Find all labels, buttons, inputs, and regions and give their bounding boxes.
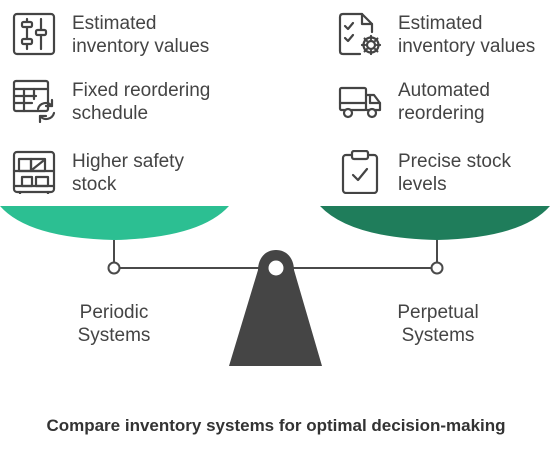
diagram-caption: Compare inventory systems for optimal de…: [46, 416, 506, 435]
left-item-fixed-schedule: Fixed reordering schedule: [12, 79, 210, 125]
right-item-automated-reordering: Automated reordering: [338, 79, 490, 125]
right-item-precise-levels: Precise stock levels: [338, 150, 511, 196]
right-item-label: Automated reordering: [398, 80, 490, 124]
left-item-estimated-values: Estimated inventory values: [12, 12, 209, 58]
storage-shelf-icon: [12, 150, 56, 194]
left-item-safety-stock: Higher safety stock: [12, 150, 184, 196]
perpetual-systems-title: Perpetual Systems: [397, 302, 479, 346]
checklist-gear-icon: [338, 12, 382, 56]
right-item-label: Estimated inventory values: [398, 13, 536, 57]
adjustment-sliders-icon: [12, 12, 56, 56]
left-item-label: Fixed reordering schedule: [72, 80, 211, 124]
right-item-estimated-values: Estimated inventory values: [338, 12, 535, 58]
scale-fulcrum: [229, 250, 322, 366]
left-pan: [0, 206, 229, 240]
left-item-label: Higher safety stock: [72, 151, 184, 195]
left-item-label: Estimated inventory values: [72, 13, 210, 57]
periodic-systems-title: Periodic Systems: [77, 302, 151, 346]
calendar-refresh-icon: [12, 79, 56, 123]
delivery-truck-icon: [338, 79, 382, 123]
right-pan: [320, 206, 550, 240]
clipboard-check-icon: [338, 150, 382, 194]
right-item-label: Precise stock levels: [398, 151, 511, 195]
